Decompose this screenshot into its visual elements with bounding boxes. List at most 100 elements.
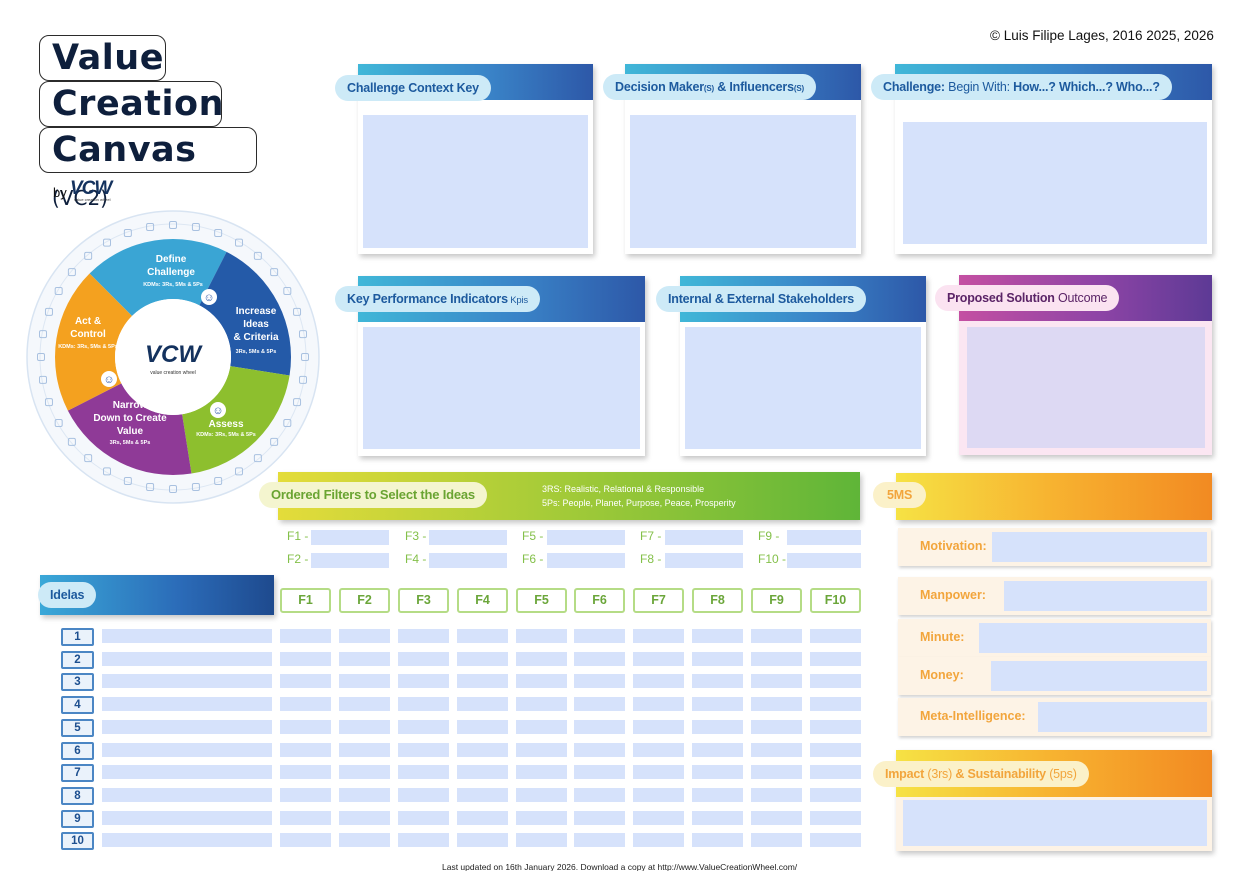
idea-score-cell[interactable] xyxy=(574,674,625,689)
filter-input-9[interactable] xyxy=(787,530,861,545)
idea-score-cell[interactable] xyxy=(280,810,331,825)
idea-input[interactable] xyxy=(102,833,272,848)
idea-score-cell[interactable] xyxy=(692,810,743,825)
idea-score-cell[interactable] xyxy=(457,765,508,780)
idea-score-cell[interactable] xyxy=(280,833,331,848)
idea-score-cell[interactable] xyxy=(339,833,390,848)
idea-score-cell[interactable] xyxy=(280,674,331,689)
idea-score-cell[interactable] xyxy=(810,787,861,802)
idea-input[interactable] xyxy=(102,697,272,712)
idea-score-cell[interactable] xyxy=(398,810,449,825)
kpi-input[interactable] xyxy=(363,327,640,449)
idea-score-cell[interactable] xyxy=(574,651,625,666)
idea-score-cell[interactable] xyxy=(398,833,449,848)
challenge-context-input[interactable] xyxy=(363,115,588,248)
idea-score-cell[interactable] xyxy=(574,629,625,643)
idea-score-cell[interactable] xyxy=(574,833,625,848)
decision-maker-input[interactable] xyxy=(630,115,856,248)
idea-input[interactable] xyxy=(102,787,272,802)
idea-score-cell[interactable] xyxy=(457,697,508,712)
ms-input-5[interactable] xyxy=(1038,702,1207,732)
idea-score-cell[interactable] xyxy=(516,810,567,825)
idea-score-cell[interactable] xyxy=(751,787,802,802)
idea-score-cell[interactable] xyxy=(574,742,625,757)
idea-score-cell[interactable] xyxy=(516,651,567,666)
idea-score-cell[interactable] xyxy=(633,765,684,780)
idea-score-cell[interactable] xyxy=(751,810,802,825)
idea-score-cell[interactable] xyxy=(810,765,861,780)
idea-score-cell[interactable] xyxy=(339,765,390,780)
idea-score-cell[interactable] xyxy=(280,719,331,734)
idea-score-cell[interactable] xyxy=(280,697,331,712)
idea-score-cell[interactable] xyxy=(633,629,684,643)
impact-input[interactable] xyxy=(903,800,1207,846)
idea-score-cell[interactable] xyxy=(751,629,802,643)
idea-score-cell[interactable] xyxy=(457,674,508,689)
idea-input[interactable] xyxy=(102,629,272,643)
idea-score-cell[interactable] xyxy=(633,651,684,666)
idea-score-cell[interactable] xyxy=(810,674,861,689)
idea-score-cell[interactable] xyxy=(516,674,567,689)
idea-score-cell[interactable] xyxy=(457,719,508,734)
idea-score-cell[interactable] xyxy=(339,651,390,666)
idea-input[interactable] xyxy=(102,651,272,666)
idea-score-cell[interactable] xyxy=(692,697,743,712)
idea-score-cell[interactable] xyxy=(692,833,743,848)
filter-input-3[interactable] xyxy=(429,530,507,545)
idea-score-cell[interactable] xyxy=(398,651,449,666)
filter-input-4[interactable] xyxy=(429,553,507,568)
idea-score-cell[interactable] xyxy=(692,742,743,757)
idea-score-cell[interactable] xyxy=(280,765,331,780)
stakeholders-input[interactable] xyxy=(685,327,921,449)
idea-score-cell[interactable] xyxy=(398,697,449,712)
idea-score-cell[interactable] xyxy=(398,674,449,689)
filter-input-10[interactable] xyxy=(787,553,861,568)
idea-score-cell[interactable] xyxy=(457,651,508,666)
idea-score-cell[interactable] xyxy=(751,697,802,712)
idea-score-cell[interactable] xyxy=(574,810,625,825)
idea-score-cell[interactable] xyxy=(398,765,449,780)
idea-score-cell[interactable] xyxy=(457,742,508,757)
idea-score-cell[interactable] xyxy=(516,787,567,802)
ms-input-1[interactable] xyxy=(992,532,1207,562)
idea-score-cell[interactable] xyxy=(516,765,567,780)
idea-score-cell[interactable] xyxy=(810,629,861,643)
idea-score-cell[interactable] xyxy=(633,697,684,712)
idea-score-cell[interactable] xyxy=(457,629,508,643)
idea-input[interactable] xyxy=(102,719,272,734)
idea-score-cell[interactable] xyxy=(751,719,802,734)
idea-score-cell[interactable] xyxy=(810,651,861,666)
ms-input-2[interactable] xyxy=(1004,581,1207,611)
idea-input[interactable] xyxy=(102,810,272,825)
idea-score-cell[interactable] xyxy=(633,674,684,689)
idea-score-cell[interactable] xyxy=(457,810,508,825)
idea-score-cell[interactable] xyxy=(398,719,449,734)
idea-score-cell[interactable] xyxy=(633,742,684,757)
filter-input-1[interactable] xyxy=(311,530,389,545)
idea-score-cell[interactable] xyxy=(280,629,331,643)
filter-input-6[interactable] xyxy=(547,553,625,568)
idea-score-cell[interactable] xyxy=(751,742,802,757)
idea-score-cell[interactable] xyxy=(574,787,625,802)
idea-score-cell[interactable] xyxy=(633,787,684,802)
idea-score-cell[interactable] xyxy=(810,810,861,825)
idea-score-cell[interactable] xyxy=(574,697,625,712)
idea-score-cell[interactable] xyxy=(692,765,743,780)
idea-input[interactable] xyxy=(102,674,272,689)
idea-score-cell[interactable] xyxy=(810,742,861,757)
filter-input-8[interactable] xyxy=(665,553,743,568)
idea-score-cell[interactable] xyxy=(516,833,567,848)
idea-score-cell[interactable] xyxy=(339,810,390,825)
idea-score-cell[interactable] xyxy=(810,833,861,848)
idea-score-cell[interactable] xyxy=(574,719,625,734)
idea-score-cell[interactable] xyxy=(339,787,390,802)
idea-score-cell[interactable] xyxy=(280,742,331,757)
ms-input-3[interactable] xyxy=(979,623,1207,653)
idea-score-cell[interactable] xyxy=(516,629,567,643)
proposed-solution-input[interactable] xyxy=(967,327,1205,448)
idea-score-cell[interactable] xyxy=(692,674,743,689)
idea-score-cell[interactable] xyxy=(516,697,567,712)
idea-input[interactable] xyxy=(102,742,272,757)
idea-score-cell[interactable] xyxy=(339,629,390,643)
idea-score-cell[interactable] xyxy=(633,833,684,848)
